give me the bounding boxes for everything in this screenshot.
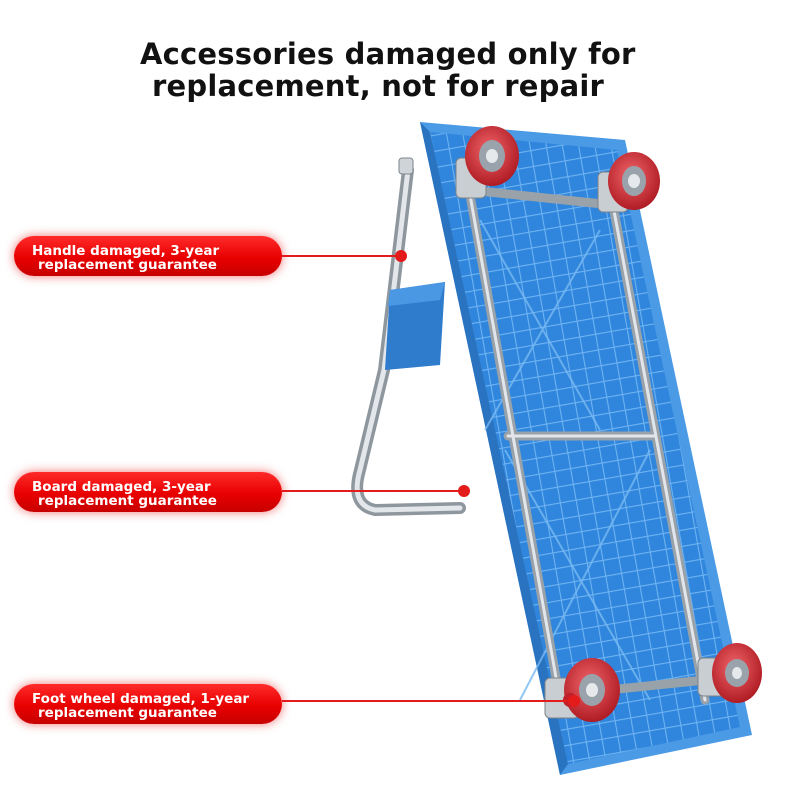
headline-line-2: replacement, not for repair — [152, 69, 605, 103]
callout-board-leader — [282, 490, 464, 492]
callout-handle: Handle damaged, 3-year replacement guara… — [14, 236, 282, 276]
callout-board-line-2: replacement guarantee — [38, 493, 217, 509]
callout-board-marker — [458, 485, 470, 497]
callout-wheel-marker — [568, 695, 580, 707]
callout-board-line-1: Board damaged, 3-year — [32, 479, 211, 495]
handle — [351, 157, 466, 516]
callout-wheel: Foot wheel damaged, 1-year replacement g… — [14, 684, 282, 724]
callout-handle-line-1: Handle damaged, 3-year — [32, 243, 220, 259]
callout-wheel-line-1: Foot wheel damaged, 1-year — [32, 691, 250, 707]
caster-wheel-top-right — [597, 152, 660, 213]
callout-handle-line-2: replacement guarantee — [38, 257, 217, 273]
callout-handle-leader — [282, 255, 400, 257]
caster-wheel-top-left — [455, 126, 519, 199]
callout-wheel-leader — [282, 700, 574, 702]
caster-wheel-bottom-right — [697, 643, 762, 703]
callout-board: Board damaged, 3-year replacement guaran… — [14, 472, 282, 512]
callout-handle-marker — [395, 250, 407, 262]
headline: Accessories damaged only for replacement… — [140, 38, 660, 102]
headline-line-1: Accessories damaged only for — [140, 37, 636, 71]
callout-wheel-line-2: replacement guarantee — [38, 705, 217, 721]
platform-board — [420, 122, 752, 775]
